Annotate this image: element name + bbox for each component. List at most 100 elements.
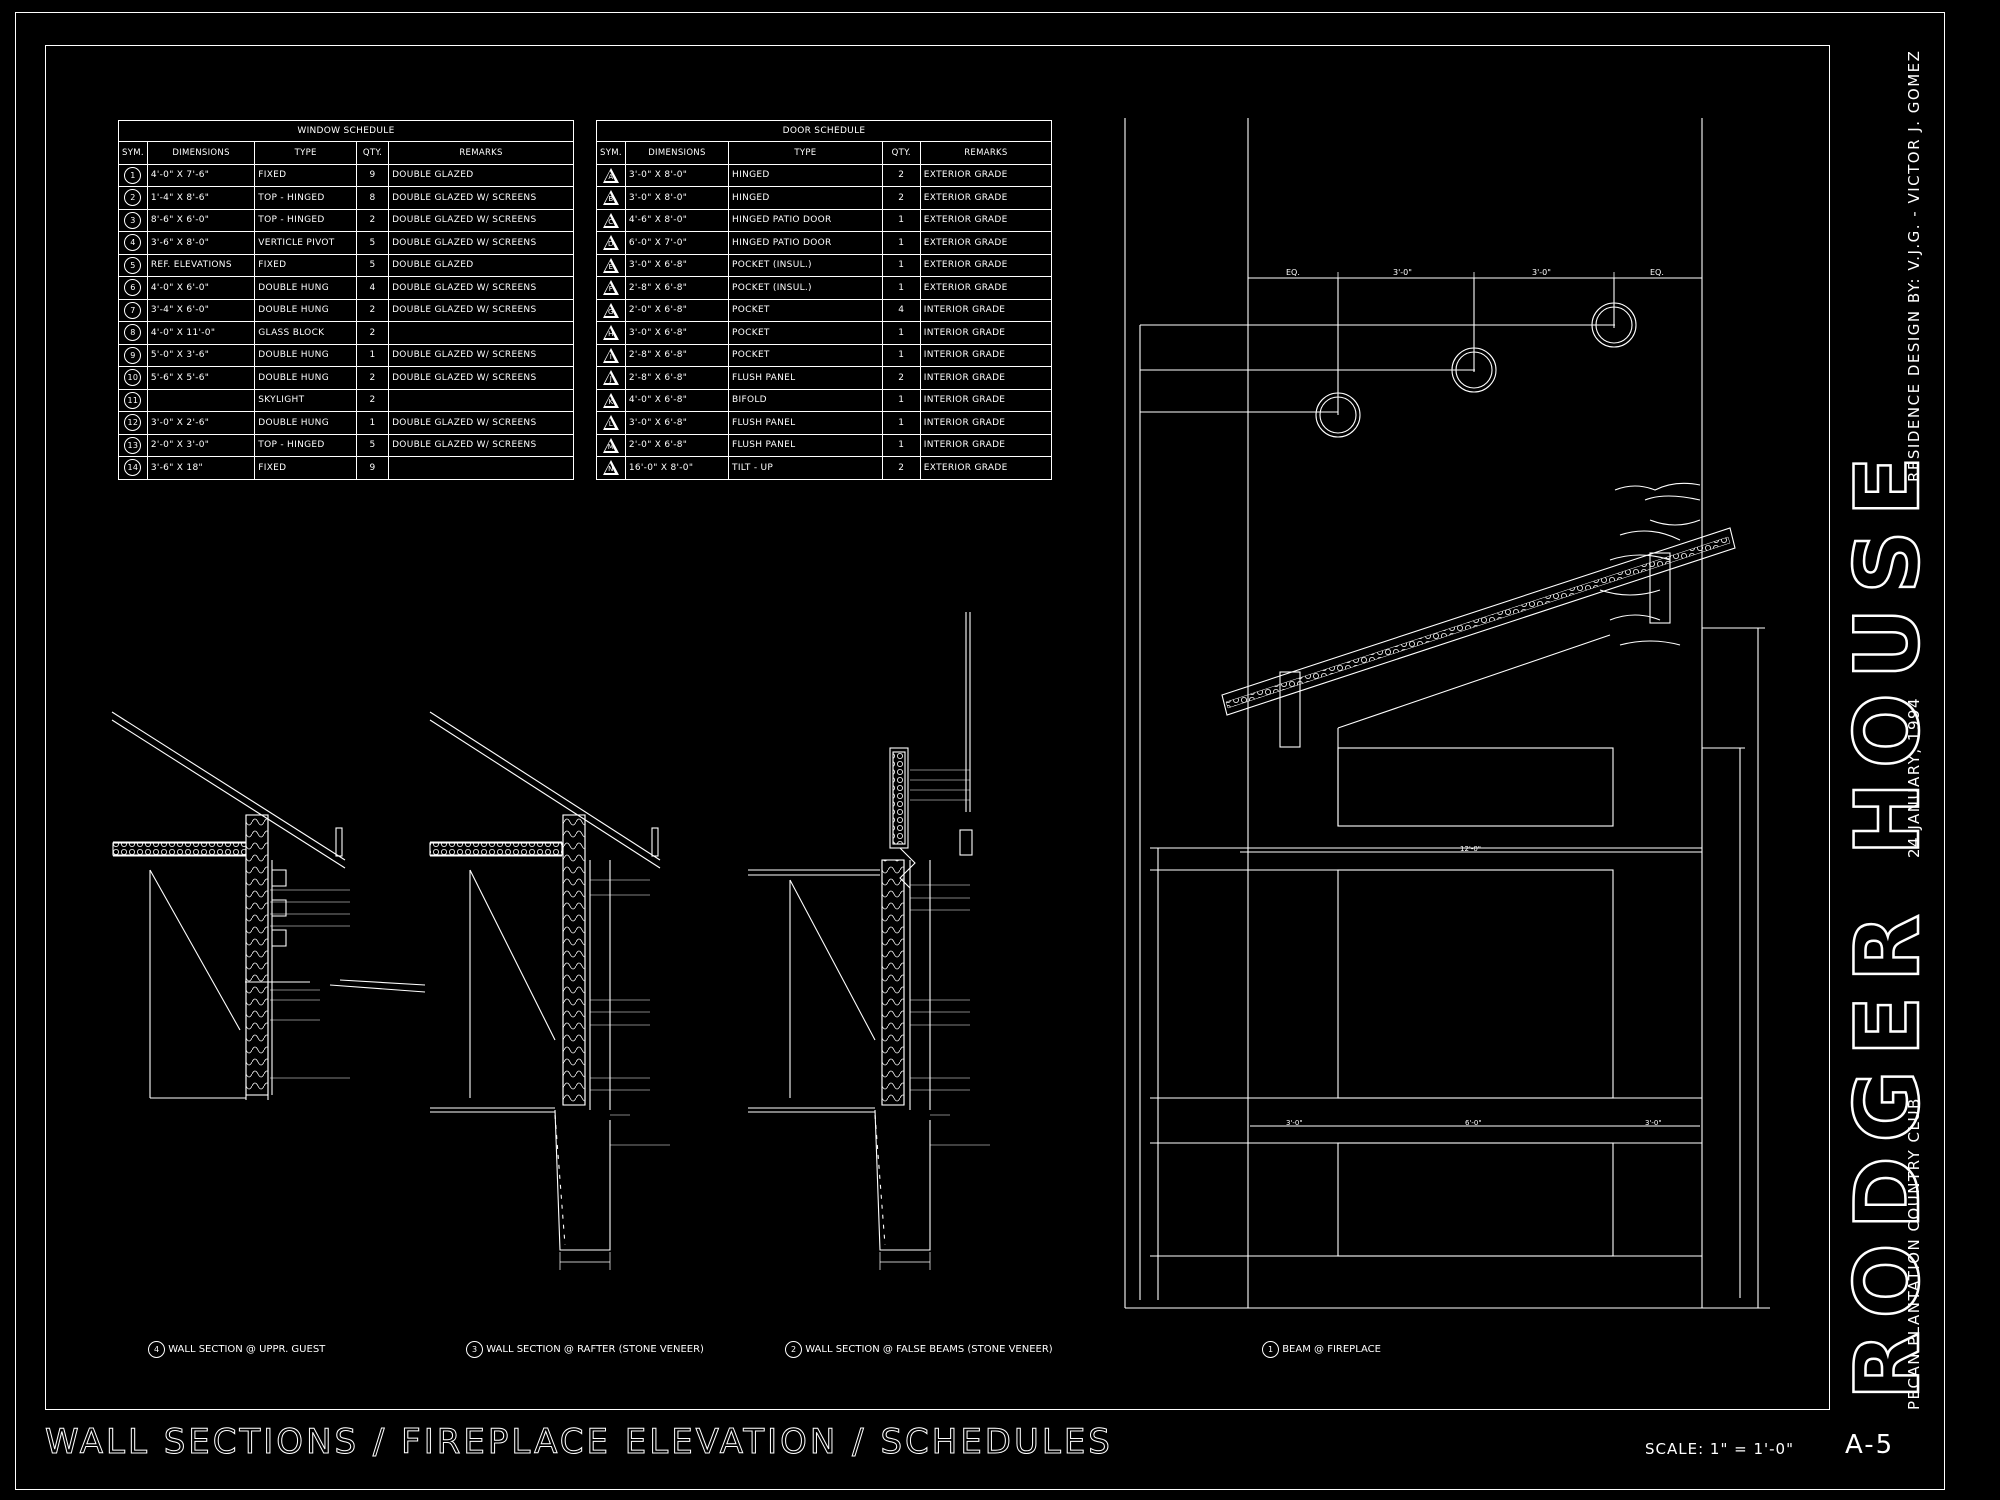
window-symbol-icon: 5 (124, 256, 142, 274)
type-cell: DOUBLE HUNG (254, 343, 358, 367)
sheet-title: WALL SECTIONS / FIREPLACE ELEVATION / SC… (45, 1422, 1113, 1463)
dimensions-cell: 3'-0" X 2'-6" (146, 411, 256, 435)
symbol-cell: N (596, 456, 626, 480)
detail-label-4: 4 WALL SECTION @ UPPR. GUEST (148, 1341, 325, 1358)
symbol-label: G (608, 307, 614, 316)
col-type: TYPE (728, 141, 883, 165)
col-type: TYPE (254, 141, 358, 165)
window-symbol-icon: 1 (124, 166, 142, 184)
window-symbol-icon: 6 (124, 279, 142, 297)
symbol-cell: 14 (118, 456, 148, 480)
fireplace-dim-mid: 12'-0" (1460, 845, 1482, 853)
remarks-cell: DOUBLE GLAZED W/ SCREENS (388, 208, 574, 232)
symbol-cell: L (596, 411, 626, 435)
dimensions-cell: 4'-0" X 7'-6" (146, 163, 256, 187)
fireplace-dim-top-3: 3'-0" (1532, 268, 1551, 277)
type-cell: POCKET (728, 321, 883, 345)
qty-cell: 5 (356, 231, 390, 255)
symbol-label: D (608, 240, 614, 249)
qty-cell: 2 (881, 163, 921, 187)
window-symbol-icon: 13 (124, 436, 142, 454)
sheet-outer-border (15, 12, 1945, 1490)
detail-number-3: 3 (466, 1341, 483, 1358)
symbol-cell: B (596, 186, 626, 210)
type-cell: HINGED (728, 163, 883, 187)
door-schedule-title: DOOR SCHEDULE (596, 120, 1052, 142)
door-symbol-icon: J (602, 370, 619, 386)
type-cell: POCKET (INSUL.) (728, 276, 883, 300)
sheet-scale: SCALE: 1" = 1'-0" (1645, 1440, 1794, 1458)
symbol-cell: M (596, 433, 626, 457)
window-symbol-icon: 9 (124, 346, 142, 364)
col-dimensions: DIMENSIONS (146, 141, 256, 165)
remarks-cell: DOUBLE GLAZED W/ SCREENS (388, 343, 574, 367)
detail-number-4: 4 (148, 1341, 165, 1358)
symbol-cell: 6 (118, 276, 148, 300)
remarks-cell (388, 456, 574, 480)
window-symbol-icon: 8 (124, 324, 142, 342)
col-qty: QTY. (881, 141, 921, 165)
symbol-cell: 12 (118, 411, 148, 435)
qty-cell: 1 (881, 343, 921, 367)
qty-cell: 1 (356, 411, 390, 435)
symbol-cell: 2 (118, 186, 148, 210)
symbol-label: B (608, 195, 614, 204)
window-symbol-icon: 2 (124, 189, 142, 207)
type-cell: HINGED PATIO DOOR (728, 208, 883, 232)
fireplace-dim-top-2: 3'-0" (1393, 268, 1412, 277)
type-cell: FLUSH PANEL (728, 433, 883, 457)
symbol-cell: 3 (118, 208, 148, 232)
qty-cell: 1 (881, 321, 921, 345)
dimensions-cell: 2'-0" X 6'-8" (624, 433, 730, 457)
qty-cell: 1 (881, 253, 921, 277)
dimensions-cell: 3'-0" X 6'-8" (624, 411, 730, 435)
qty-cell: 2 (356, 366, 390, 390)
type-cell: TOP - HINGED (254, 433, 358, 457)
symbol-cell: E (596, 253, 626, 277)
type-cell: DOUBLE HUNG (254, 411, 358, 435)
symbol-label: N (608, 465, 614, 474)
dimensions-cell: 6'-0" X 7'-0" (624, 231, 730, 255)
symbol-label: L (608, 420, 613, 429)
symbol-cell: 5 (118, 253, 148, 277)
window-symbol-icon: 14 (124, 459, 142, 477)
remarks-cell: DOUBLE GLAZED (388, 253, 574, 277)
remarks-cell: EXTERIOR GRADE (919, 231, 1053, 255)
remarks-cell: EXTERIOR GRADE (919, 186, 1053, 210)
project-location: PECAN PLANTATION COUNTRY CLUB (1905, 1097, 1923, 1410)
remarks-cell: INTERIOR GRADE (919, 321, 1053, 345)
type-cell: FLUSH PANEL (728, 366, 883, 390)
symbol-cell: 13 (118, 433, 148, 457)
col-remarks: REMARKS (388, 141, 574, 165)
type-cell: FLUSH PANEL (728, 411, 883, 435)
qty-cell: 1 (881, 388, 921, 412)
type-cell: DOUBLE HUNG (254, 366, 358, 390)
dimensions-cell: 3'-0" X 8'-0" (624, 186, 730, 210)
qty-cell: 2 (881, 366, 921, 390)
remarks-cell: DOUBLE GLAZED W/ SCREENS (388, 231, 574, 255)
type-cell: FIXED (254, 163, 358, 187)
symbol-label: H (608, 330, 614, 339)
symbol-cell: I (596, 343, 626, 367)
remarks-cell: EXTERIOR GRADE (919, 276, 1053, 300)
type-cell: FIXED (254, 456, 358, 480)
remarks-cell: DOUBLE GLAZED W/ SCREENS (388, 366, 574, 390)
symbol-cell: 8 (118, 321, 148, 345)
type-cell: HINGED PATIO DOOR (728, 231, 883, 255)
type-cell: BIFOLD (728, 388, 883, 412)
qty-cell: 4 (356, 276, 390, 300)
qty-cell: 2 (356, 321, 390, 345)
dimensions-cell: 1'-4" X 8'-6" (146, 186, 256, 210)
qty-cell: 1 (881, 208, 921, 232)
remarks-cell: EXTERIOR GRADE (919, 456, 1053, 480)
